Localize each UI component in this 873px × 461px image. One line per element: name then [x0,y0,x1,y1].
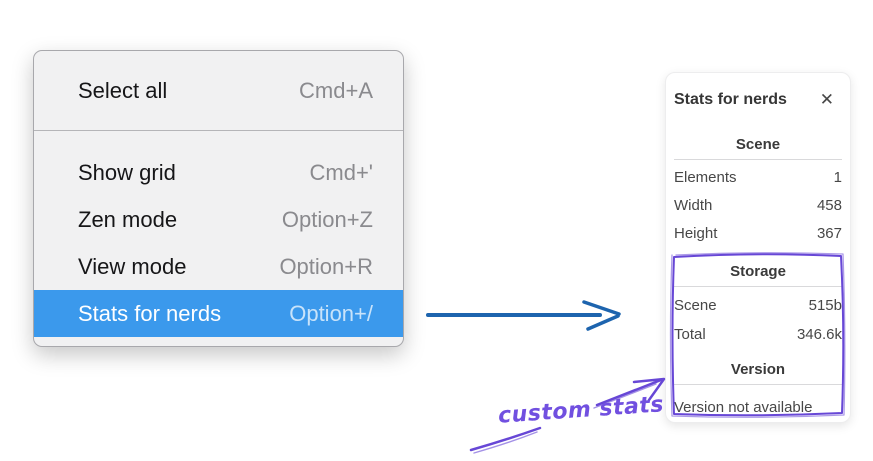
stat-row-total-size: Total 346.6k [674,320,842,349]
annotation-label: custom stats [497,392,665,429]
menu-item-label: Zen mode [78,206,178,232]
stat-value: 1 [833,169,842,186]
stat-value: 367 [816,225,842,242]
menu-separator [34,130,403,131]
stat-row-width: Width 458 [674,192,842,220]
section-divider [674,159,842,160]
menu-item-view-mode[interactable]: View mode Option+R [34,243,403,290]
stat-label: Height [674,225,718,242]
menu-item-shortcut: Option+R [279,253,373,279]
scene-stats: Elements 1 Width 458 Height 367 [674,164,842,248]
stats-panel-header: Stats for nerds ✕ [674,89,842,111]
menu-item-label: Select all [78,77,168,103]
close-button[interactable]: ✕ [819,90,834,110]
section-divider [674,286,842,287]
menu-item-label: Stats for nerds [78,300,222,326]
storage-stats: Scene 515b Total 346.6k [674,291,842,349]
menu-item-shortcut: Option+/ [289,300,373,326]
stat-row-elements: Elements 1 [674,164,842,192]
section-header-scene: Scene [735,136,781,153]
menu-item-select-all[interactable]: Select all Cmd+A [34,67,403,114]
stat-value: 458 [816,197,842,214]
menu-item-shortcut: Cmd+A [299,77,373,103]
section-header-storage: Storage [730,263,786,280]
stat-row-height: Height 367 [674,220,842,248]
stat-label: Elements [674,169,737,186]
menu-item-show-grid[interactable]: Show grid Cmd+' [34,149,403,196]
context-menu: Select all Cmd+A Show grid Cmd+' Zen mod… [33,50,404,347]
menu-item-stats-for-nerds[interactable]: Stats for nerds Option+/ [34,290,403,337]
menu-item-shortcut: Cmd+' [309,159,374,185]
section-divider [674,384,842,385]
menu-item-shortcut: Option+Z [281,206,373,232]
section-header-version: Version [730,361,786,378]
close-icon: ✕ [819,90,834,110]
menu-item-zen-mode[interactable]: Zen mode Option+Z [34,196,403,243]
menu-item-label: Show grid [78,159,176,185]
stat-label: Total [674,326,706,343]
menu-item-label: View mode [78,253,187,279]
stat-value: 346.6k [796,326,842,343]
version-note: Version not available [674,399,813,416]
stats-panel-title: Stats for nerds [674,91,787,108]
stat-row-scene-size: Scene 515b [674,291,842,320]
stat-label: Scene [674,297,717,314]
stat-label: Width [674,197,713,214]
stat-value: 515b [808,297,842,314]
blue-arrow [426,300,621,331]
stats-panel: Stats for nerds ✕ Scene Elements 1 Width… [665,72,851,423]
